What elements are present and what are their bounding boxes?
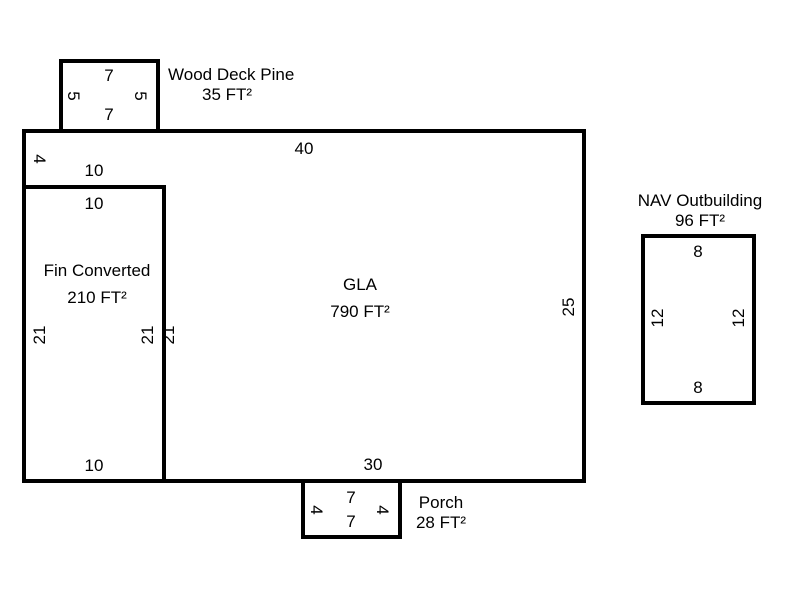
porch-dim-right: 4 xyxy=(373,505,392,514)
outbuilding-name: NAV Outbuilding xyxy=(638,191,762,210)
gla-dim-bottom: 30 xyxy=(364,455,383,474)
gla-dim-left-top: 4 xyxy=(30,154,49,163)
porch-dim-bottom: 7 xyxy=(346,512,355,531)
porch-dim-left: 4 xyxy=(307,505,326,514)
gla-dim-top: 40 xyxy=(295,139,314,158)
outbuilding-dim-right: 12 xyxy=(729,309,748,328)
outbuilding-area: 96 FT² xyxy=(675,211,725,230)
gla-dim-inner-right: 21 xyxy=(159,326,178,345)
wood-deck-dim-right: 5 xyxy=(131,91,150,100)
wood-deck-dim-bottom: 7 xyxy=(104,105,113,124)
wood-deck-dim-top: 7 xyxy=(104,66,113,85)
fin-converted-dim-top: 10 xyxy=(85,194,104,213)
outbuilding-dim-top: 8 xyxy=(693,242,702,261)
fin-converted-dim-right: 21 xyxy=(138,326,157,345)
gla-dim-inner-top: 10 xyxy=(85,161,104,180)
gla-dim-right: 25 xyxy=(559,298,578,317)
wood-deck-outline[interactable] xyxy=(59,59,160,133)
wood-deck-area: 35 FT² xyxy=(202,85,252,104)
fin-converted-area: 210 FT² xyxy=(67,288,127,307)
fin-converted-dim-bottom: 10 xyxy=(85,456,104,475)
wood-deck-name: Wood Deck Pine xyxy=(168,65,294,84)
porch-dim-top: 7 xyxy=(346,488,355,507)
outbuilding-dim-left: 12 xyxy=(648,309,667,328)
gla-name: GLA xyxy=(343,275,378,294)
wood-deck-dim-left: 5 xyxy=(64,91,83,100)
fin-converted-name: Fin Converted xyxy=(44,261,151,280)
gla-area: 790 FT² xyxy=(330,302,390,321)
porch-outline[interactable] xyxy=(301,479,402,539)
fin-converted-dim-left: 21 xyxy=(30,326,49,345)
fin-converted-outline[interactable] xyxy=(22,185,166,483)
outbuilding-dim-bottom: 8 xyxy=(693,378,702,397)
outbuilding-outline[interactable] xyxy=(641,234,756,405)
porch-name: Porch xyxy=(419,493,463,512)
porch-area: 28 FT² xyxy=(416,513,466,532)
